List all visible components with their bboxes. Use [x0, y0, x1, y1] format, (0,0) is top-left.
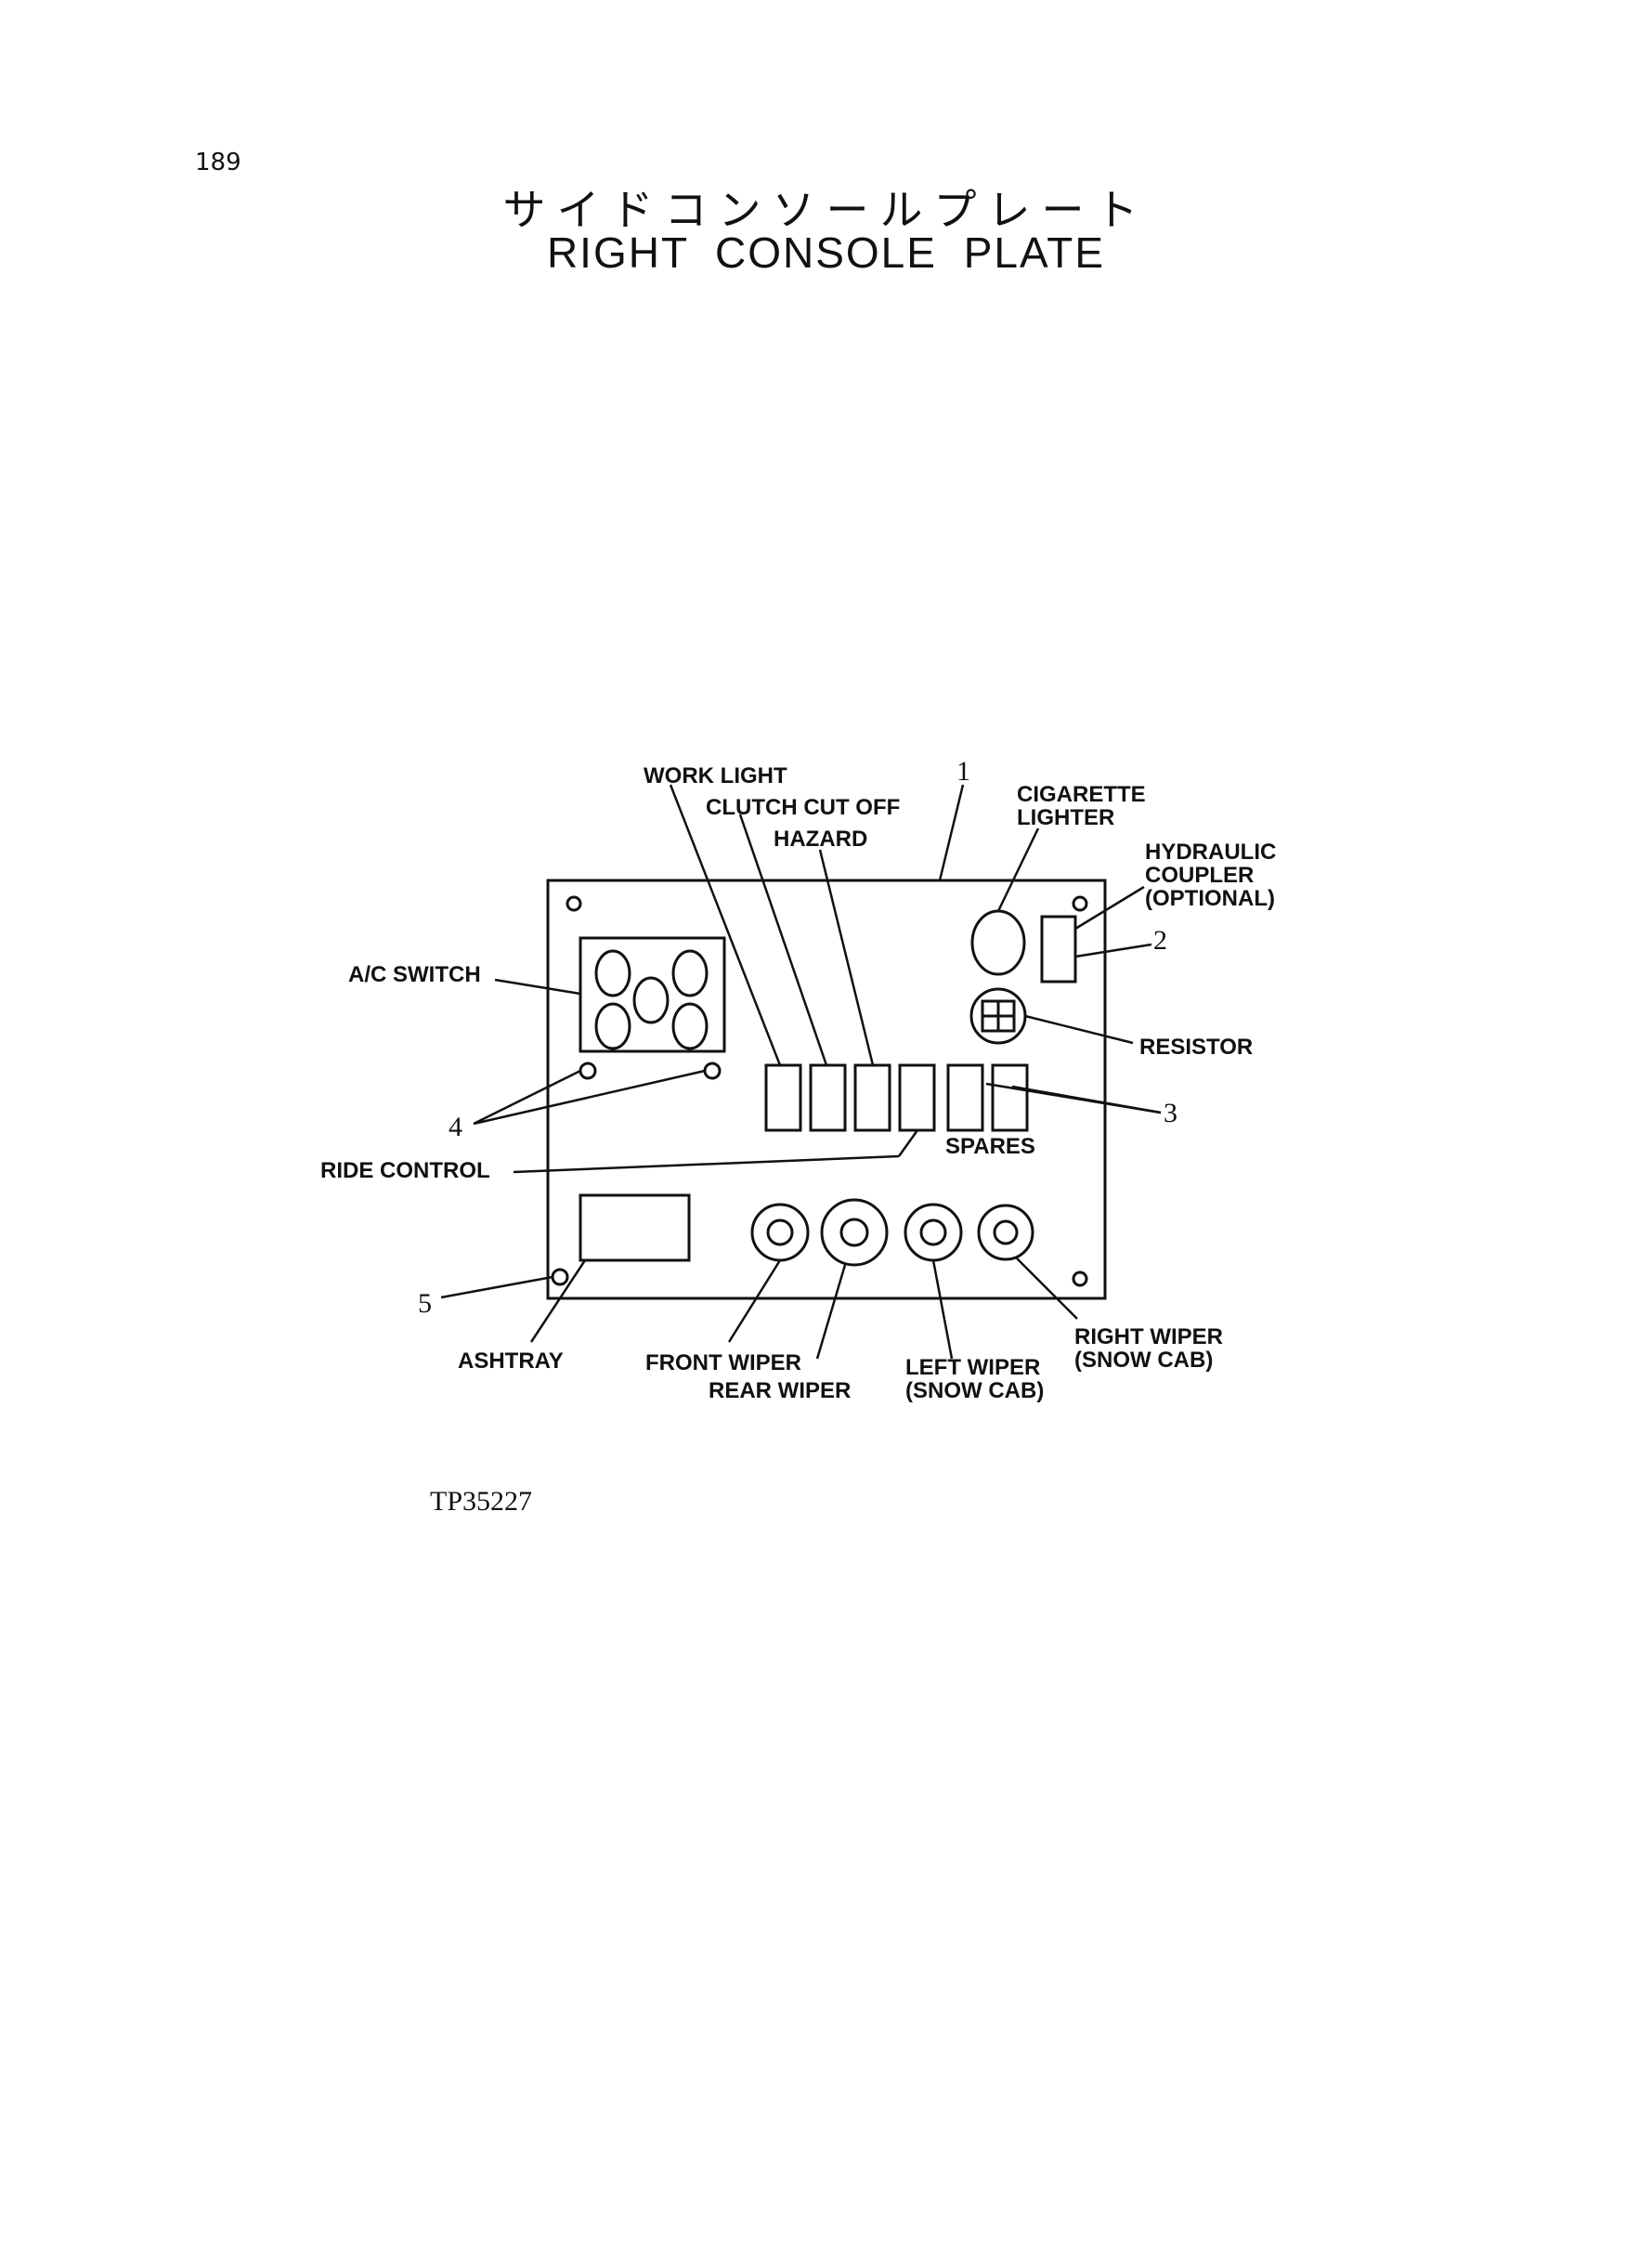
callout-4: 4 — [449, 1112, 462, 1142]
label-cigarette-1: CIGARETTE — [1017, 782, 1146, 807]
label-work-light: WORK LIGHT — [644, 763, 787, 788]
label-spares: SPARES — [945, 1134, 1035, 1159]
callout-1: 1 — [956, 756, 970, 787]
cigarette-lighter — [970, 909, 1026, 976]
callout-2: 2 — [1153, 925, 1167, 956]
label-front-wiper: FRONT WIPER — [645, 1350, 801, 1375]
front-wiper-switch — [750, 1203, 810, 1262]
hydraulic-coupler-switch — [1040, 915, 1077, 984]
left-wiper-switch — [904, 1203, 963, 1262]
switch-hazard — [853, 1063, 891, 1132]
label-ride-control: RIDE CONTROL — [320, 1158, 490, 1183]
screw-hole-4b — [703, 1062, 722, 1080]
mount-hole-top-right — [1072, 895, 1088, 912]
ashtray — [579, 1193, 691, 1262]
page-number: 189 — [195, 149, 241, 176]
right-wiper-switch — [977, 1204, 1034, 1261]
label-clutch-cut-off: CLUTCH CUT OFF — [706, 795, 900, 820]
figure-code: TP35227 — [430, 1486, 533, 1517]
ac-switch-panel — [579, 936, 726, 1053]
label-cigarette-2: LIGHTER — [1017, 805, 1114, 830]
label-hydraulic-1: HYDRAULIC — [1145, 840, 1276, 865]
label-hazard: HAZARD — [774, 827, 867, 852]
switch-clutch-cut-off — [809, 1063, 847, 1132]
callout-3: 3 — [1164, 1098, 1177, 1128]
label-left-wiper-2: (SNOW CAB) — [905, 1378, 1044, 1403]
label-right-wiper-1: RIGHT WIPER — [1074, 1324, 1223, 1349]
label-hydraulic-2: COUPLER — [1145, 863, 1254, 888]
title-japanese: サイドコンソールプレート — [502, 185, 1150, 235]
callout-5: 5 — [418, 1288, 432, 1319]
label-ashtray: ASHTRAY — [458, 1348, 564, 1374]
label-ac-switch: A/C SWITCH — [348, 962, 481, 987]
title-english: RIGHT CONSOLE PLATE — [546, 228, 1106, 277]
switch-work-light — [764, 1063, 802, 1132]
mount-hole-bottom-right — [1072, 1270, 1088, 1287]
screw-hole-4a — [579, 1062, 597, 1080]
mount-hole-top-left — [566, 895, 582, 912]
rear-wiper-switch — [820, 1198, 889, 1267]
label-right-wiper-2: (SNOW CAB) — [1074, 1348, 1213, 1373]
switch-spare-1 — [946, 1063, 984, 1132]
switch-ride-control — [898, 1063, 936, 1132]
screw-hole-5 — [551, 1268, 569, 1286]
label-rear-wiper: REAR WIPER — [709, 1378, 851, 1403]
label-hydraulic-3: (OPTIONAL) — [1145, 886, 1275, 911]
label-resistor: RESISTOR — [1139, 1035, 1253, 1060]
switch-spare-2 — [991, 1063, 1029, 1132]
label-left-wiper-1: LEFT WIPER — [905, 1355, 1040, 1380]
